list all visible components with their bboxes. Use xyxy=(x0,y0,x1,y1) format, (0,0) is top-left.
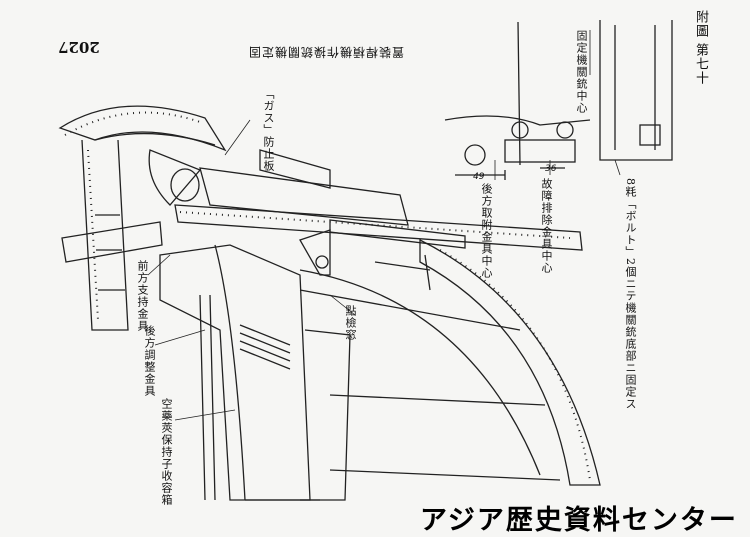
label-container: 空藥莢保持子收容箱 xyxy=(160,398,173,506)
frame-arc-inner xyxy=(94,132,216,146)
label-failure-center: 故障排除金具中心 xyxy=(540,178,553,274)
cross-beam xyxy=(61,221,163,263)
machine-gun-body xyxy=(199,167,409,226)
gas-guard-fan xyxy=(148,149,202,206)
container-box xyxy=(300,329,351,501)
archive-banner: アジア歴史資料センター xyxy=(420,505,738,536)
side-panel xyxy=(419,238,601,486)
louvers xyxy=(239,324,291,370)
label-fixed-mg-center: 固定機關銃中心 xyxy=(575,30,588,114)
label-gas-guard: 「ガス」防止板 xyxy=(262,88,275,172)
label-front-support: 前方支持金具 xyxy=(136,260,149,332)
lever xyxy=(299,229,331,276)
label-rear-mount-center: 後方取附金具中心 xyxy=(480,183,493,279)
label-inspection-window: 點檢窓 xyxy=(344,305,357,341)
label-bolt-note: 8粍「ボルト」2個ニテ機關銃底部ニ固定ス xyxy=(624,178,637,410)
diagram-title: 置裝桿槓機作操銃關機定固 xyxy=(248,45,405,59)
frame-arc xyxy=(58,105,227,152)
mount-rail xyxy=(174,204,583,251)
dimension-36: 36 xyxy=(545,164,557,174)
inset-frame xyxy=(444,21,591,166)
figure-label: 附圖 第七十 xyxy=(693,10,708,86)
label-rear-adjust: 後方調整金具 xyxy=(143,325,156,397)
page-number: 2027 xyxy=(58,38,100,56)
dimension-49: 49 xyxy=(473,172,485,182)
left-frame xyxy=(81,139,129,331)
